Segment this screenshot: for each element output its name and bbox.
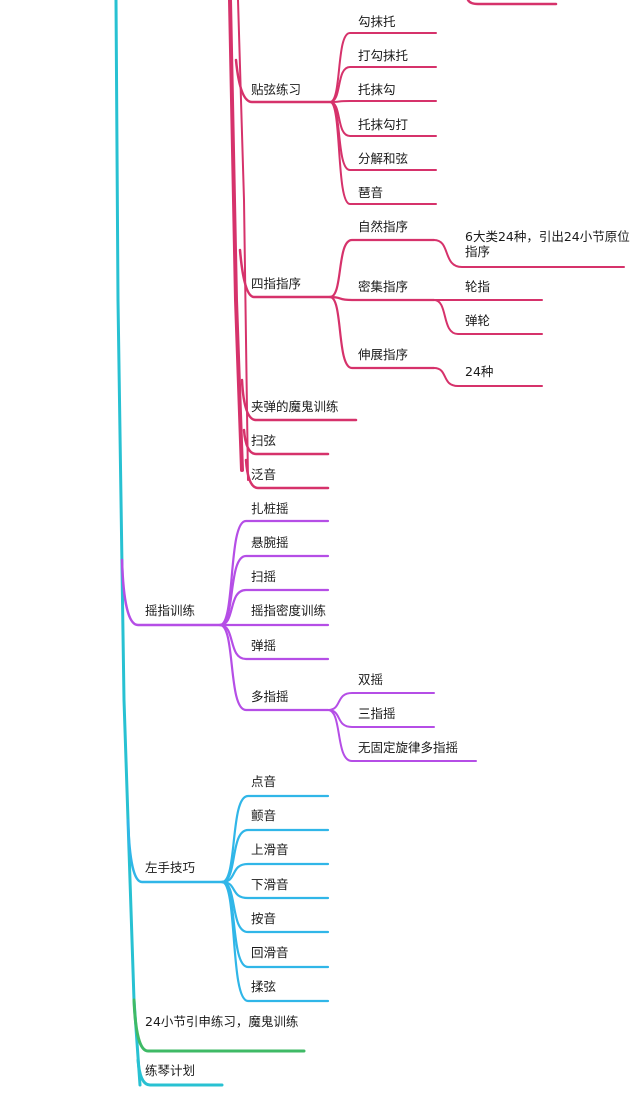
connector-yaozhi [120, 558, 222, 627]
connector-24-xiaojie [132, 998, 306, 1053]
node-24-zhong: 24种 [465, 364, 494, 379]
connector-yaozhi-child-1 [218, 554, 330, 627]
node-fenjie-hexian: 分解和弦 [358, 151, 409, 166]
node-shanghua-yin: 上滑音 [251, 842, 289, 857]
node-an-yin: 按音 [251, 911, 277, 926]
connector-miji [328, 295, 436, 302]
connector-6-dalei [433, 239, 625, 268]
connector-tiexian-child-2 [329, 100, 437, 103]
node-6-dalei-24-zhong: 6大类24种，引出24小节原位指序 [465, 229, 630, 259]
connector-main-spine [114, 0, 142, 1087]
node-da-gou-mo-tuo: 打勾抹托 [358, 48, 409, 63]
connector-tiexian-child-0 [329, 32, 437, 103]
node-duozhi-yao: 多指摇 [251, 689, 289, 704]
node-yaozhi-midu: 摇指密度训练 [251, 603, 327, 618]
connector-ziran [328, 238, 436, 299]
node-shenzhan-zhixu: 伸展指序 [358, 347, 409, 362]
connector-sao-xian [242, 428, 330, 456]
connector-lianqin [136, 1058, 224, 1087]
node-sanzhi-yao: 三指摇 [358, 706, 396, 721]
node-sizhi-zhixu: 四指指序 [251, 276, 302, 291]
node-zuoshou-jiqiao: 左手技巧 [145, 860, 196, 875]
connector-zuoshou [126, 818, 224, 884]
node-tiexian-lianxi: 贴弦练习 [251, 82, 302, 97]
node-xuanwan-yao: 悬腕摇 [251, 535, 289, 550]
node-miji-zhixu: 密集指序 [358, 279, 409, 294]
node-dian-yin: 点音 [251, 774, 277, 789]
connector-yaozhi-child-4 [218, 623, 330, 661]
connector-zuoshou-child-6 [220, 880, 330, 1003]
node-tan-lun: 弹轮 [465, 313, 491, 328]
node-24-xiaojie-yinshen: 24小节引申练习，魔鬼训练 [145, 1014, 299, 1029]
connector-wuguding [327, 709, 477, 762]
connector-zuoshou-child-1 [220, 828, 330, 884]
connector-tiexian [234, 58, 332, 104]
connector-yaozhi-child-2 [218, 588, 330, 627]
node-rou-xian: 揉弦 [251, 979, 277, 994]
connector-fan-yin [244, 458, 330, 490]
node-chan-yin: 颤音 [251, 808, 277, 823]
connector-shuang-yao [327, 692, 435, 711]
connector-sizhi [238, 248, 332, 299]
node-ziran-zhixu: 自然指序 [358, 219, 409, 234]
node-lianqin-jihua: 练琴计划 [145, 1063, 196, 1078]
connector-24-zhong [433, 367, 543, 387]
node-sao-xian: 扫弦 [251, 433, 277, 448]
node-lun-zhi: 轮指 [465, 279, 491, 294]
node-shuang-yao: 双摇 [358, 672, 384, 687]
node-wuguding-duozhi-yao: 无固定旋律多指摇 [358, 740, 459, 755]
node-tuo-mo-gou: 托抹勾 [358, 82, 396, 97]
node-xiahua-yin: 下滑音 [251, 877, 289, 892]
connector-tiexian-child-1 [329, 66, 437, 103]
connector-tiexian-child-5 [329, 101, 437, 205]
node-yaozhi-xunlian: 摇指训练 [145, 603, 196, 618]
connector-jiatan [240, 378, 358, 422]
connector-pink-trunk [228, 0, 244, 472]
node-tuo-mo-gou-da: 托抹勾打 [358, 117, 409, 132]
node-pa-yin: 琶音 [358, 185, 384, 200]
node-tan-yao: 弹摇 [251, 638, 277, 653]
connector-duozhi [218, 623, 330, 712]
node-fan-yin: 泛音 [251, 467, 277, 482]
connector-tan-lun [433, 299, 543, 335]
node-zhazhuang-yao: 扎桩摇 [251, 501, 289, 516]
connector-pink-trunk-inner [237, 0, 249, 481]
node-sao-yao: 扫摇 [251, 569, 277, 584]
node-jiatan-mogui: 夹弹的魔鬼训练 [251, 399, 339, 414]
connector-top-stub [466, 0, 558, 6]
node-huihua-yin: 回滑音 [251, 945, 289, 960]
connector-shenzhan [328, 295, 436, 370]
connector-zuoshou-child-0 [220, 794, 330, 884]
node-gou-mo-tuo: 勾抹托 [358, 14, 396, 29]
